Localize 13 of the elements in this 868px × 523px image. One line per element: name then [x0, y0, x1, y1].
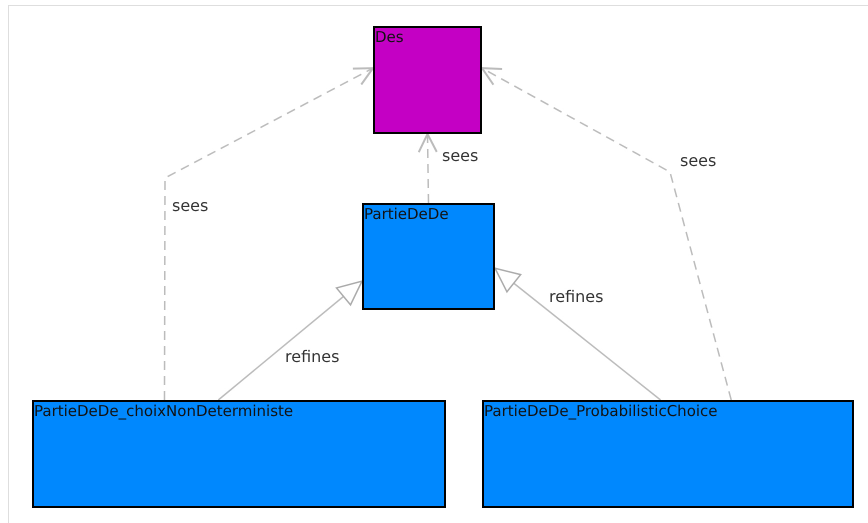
- node-name: Des: [375, 28, 404, 46]
- machine-box: [482, 400, 854, 508]
- node-name: PartieDeDe: [364, 205, 449, 223]
- machine-box: [362, 203, 495, 310]
- arrow: [494, 268, 662, 401]
- machine-box: [32, 400, 446, 508]
- arrow: [218, 280, 363, 401]
- dashed-arrow: [481, 67, 732, 400]
- context-box: [373, 26, 482, 134]
- dashed-arrow: [164, 67, 374, 400]
- node-name: PartieDeDe_ProbabilisticChoice: [484, 402, 718, 420]
- node-name: PartieDeDe_choixNonDeterministe: [34, 402, 294, 420]
- dashed-arrow: [418, 133, 438, 204]
